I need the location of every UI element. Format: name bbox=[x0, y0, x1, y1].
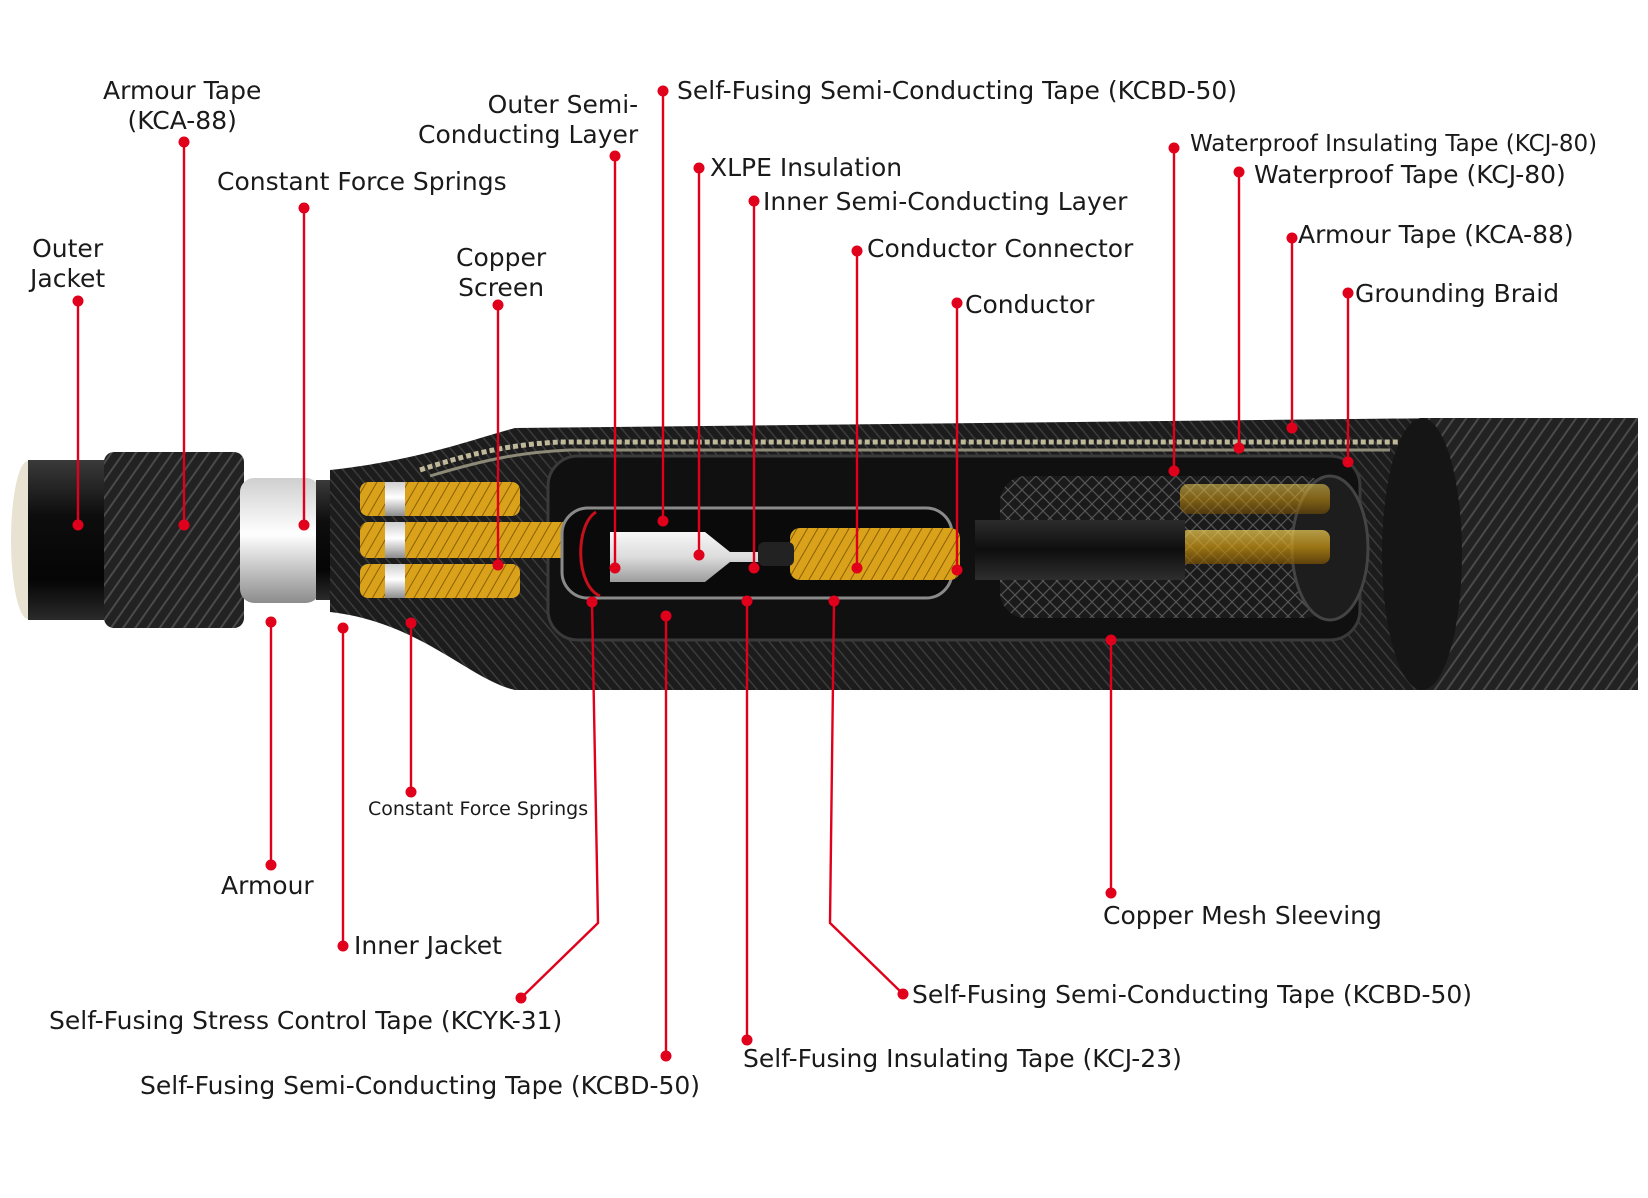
copper-screen-upper bbox=[360, 482, 520, 516]
leader-dot-grounding-braid-start bbox=[1342, 287, 1354, 299]
label-waterproof-tape: Waterproof Tape (KCJ-80) bbox=[1254, 160, 1566, 189]
leader-dot-armour-tape-left-end bbox=[178, 519, 190, 531]
label-constant-force-springs-bottom: Constant Force Springs bbox=[368, 798, 589, 820]
grounding-braid bbox=[419, 439, 1400, 473]
leader-dot-waterproof-tape-end bbox=[1233, 442, 1245, 454]
leader-dot-inner-jacket-start bbox=[337, 622, 349, 634]
leader-dot-self-fusing-semi-tape-bottom-right-end bbox=[897, 988, 909, 1000]
leader-dot-copper-mesh-sleeving-start bbox=[1105, 634, 1117, 646]
waterproof-tape-layer bbox=[429, 448, 1390, 478]
label-outer-jacket: Outer Jacket bbox=[30, 234, 106, 293]
leader-dot-conductor-end bbox=[951, 564, 963, 576]
label-grounding-braid: Grounding Braid bbox=[1355, 279, 1560, 308]
leader-dot-self-fusing-semi-tape-bottom-right-start bbox=[828, 595, 840, 607]
leader-dot-constant-force-springs-bottom-end bbox=[405, 786, 417, 798]
outer-jacket bbox=[28, 460, 108, 620]
label-armour-tape-right: Armour Tape (KCA-88) bbox=[1298, 220, 1574, 249]
leader-dot-copper-screen-end bbox=[492, 559, 504, 571]
leader-dot-xlpe-insulation-start bbox=[693, 162, 705, 174]
leader-dot-self-fusing-semi-tape-top-end bbox=[657, 515, 669, 527]
xlpe-insulation bbox=[610, 532, 760, 582]
leader-dot-outer-semi-conducting-layer-end bbox=[609, 562, 621, 574]
label-waterproof-insulating-tape: Waterproof Insulating Tape (KCJ-80) bbox=[1190, 131, 1598, 157]
leader-dot-self-fusing-stress-control-tape-end bbox=[515, 992, 527, 1004]
label-xlpe-insulation: XLPE Insulation bbox=[710, 153, 903, 182]
label-armour-tape-left: Armour Tape (KCA-88) bbox=[103, 76, 262, 135]
leader-dot-armour-tape-right-end bbox=[1286, 422, 1298, 434]
leader-dot-self-fusing-insulating-tape-start bbox=[741, 595, 753, 607]
leader-dot-grounding-braid-end bbox=[1342, 456, 1354, 468]
label-self-fusing-semi-tape-bottom-right: Self-Fusing Semi-Conducting Tape (KCBD-5… bbox=[912, 980, 1473, 1009]
leader-dot-outer-jacket-end bbox=[72, 519, 84, 531]
leader-dot-waterproof-insulating-tape-start bbox=[1168, 142, 1180, 154]
leader-dot-armour-tape-right-start bbox=[1286, 232, 1298, 244]
leader-dot-inner-semi-conducting-layer-start bbox=[748, 195, 760, 207]
leader-dot-conductor-connector-start bbox=[851, 245, 863, 257]
leader-dot-inner-jacket-end bbox=[337, 940, 349, 952]
label-copper-mesh-sleeving: Copper Mesh Sleeving bbox=[1103, 901, 1382, 930]
leader-dot-outer-semi-conducting-layer-start bbox=[609, 150, 621, 162]
label-self-fusing-stress-control-tape: Self-Fusing Stress Control Tape (KCYK-31… bbox=[49, 1006, 563, 1035]
core-continuation bbox=[975, 520, 1185, 580]
leader-dot-inner-semi-conducting-layer-end bbox=[748, 562, 760, 574]
leader-lines bbox=[76, 91, 1350, 1056]
label-self-fusing-semi-tape-bottom-left: Self-Fusing Semi-Conducting Tape (KCBD-5… bbox=[140, 1071, 701, 1100]
label-copper-screen: Copper Screen bbox=[456, 243, 547, 302]
label-constant-force-springs-top: Constant Force Springs bbox=[217, 167, 507, 196]
armour-tape-right-edge bbox=[1382, 418, 1462, 690]
far-core-upper bbox=[1180, 484, 1330, 514]
leader-dot-copper-mesh-sleeving-end bbox=[1105, 887, 1117, 899]
leader-dots bbox=[72, 85, 1354, 1062]
leader-dot-waterproof-insulating-tape-end bbox=[1168, 465, 1180, 477]
leader-self-fusing-semi-tape-bottom-right bbox=[828, 600, 904, 995]
label-self-fusing-insulating-tape: Self-Fusing Insulating Tape (KCJ-23) bbox=[743, 1044, 1182, 1073]
conductor-connector bbox=[790, 528, 960, 580]
leader-dot-copper-screen-start bbox=[492, 299, 504, 311]
label-self-fusing-semi-tape-top: Self-Fusing Semi-Conducting Tape (KCBD-5… bbox=[677, 76, 1238, 105]
label-inner-semi-conducting-layer: Inner Semi-Conducting Layer bbox=[763, 187, 1128, 216]
leader-dot-outer-jacket-start bbox=[72, 295, 84, 307]
spring-band-upper bbox=[385, 482, 405, 516]
leader-dot-constant-force-springs-top-start bbox=[298, 202, 310, 214]
leader-dot-self-fusing-insulating-tape-end bbox=[741, 1034, 753, 1046]
label-outer-semi-conducting-layer: Outer Semi- Conducting Layer bbox=[418, 90, 639, 149]
leader-dot-constant-force-springs-top-end bbox=[298, 519, 310, 531]
label-inner-jacket: Inner Jacket bbox=[354, 931, 502, 960]
copper-screen-middle bbox=[360, 522, 590, 558]
label-armour: Armour bbox=[221, 871, 314, 900]
armour-tape-left bbox=[104, 452, 244, 628]
leader-dot-conductor-connector-end bbox=[851, 562, 863, 574]
conductor-connector-neck bbox=[758, 542, 794, 566]
leader-dot-armour-end bbox=[265, 859, 277, 871]
leader-self-fusing-stress-control-tape bbox=[520, 601, 600, 999]
leader-dot-constant-force-springs-bottom-start bbox=[405, 617, 417, 629]
leader-dot-xlpe-insulation-end bbox=[693, 549, 705, 561]
stress-control-ring bbox=[579, 510, 601, 598]
leader-dot-self-fusing-stress-control-tape-start bbox=[586, 596, 598, 608]
label-conductor-connector: Conductor Connector bbox=[867, 234, 1134, 263]
leader-dot-self-fusing-semi-tape-bottom-left-end bbox=[660, 1050, 672, 1062]
armour-band bbox=[240, 478, 320, 603]
leader-dot-waterproof-tape-start bbox=[1233, 166, 1245, 178]
spring-band-lower bbox=[385, 564, 405, 598]
far-core-lower bbox=[1180, 530, 1330, 564]
label-conductor: Conductor bbox=[965, 290, 1095, 319]
leader-dot-armour-tape-left-start bbox=[178, 136, 190, 148]
leader-dot-armour-start bbox=[265, 616, 277, 628]
spring-band-middle bbox=[385, 522, 405, 558]
leader-dot-self-fusing-semi-tape-bottom-left-start bbox=[660, 610, 672, 622]
leader-dot-self-fusing-semi-tape-top-start bbox=[657, 85, 669, 97]
leader-dot-conductor-start bbox=[951, 297, 963, 309]
